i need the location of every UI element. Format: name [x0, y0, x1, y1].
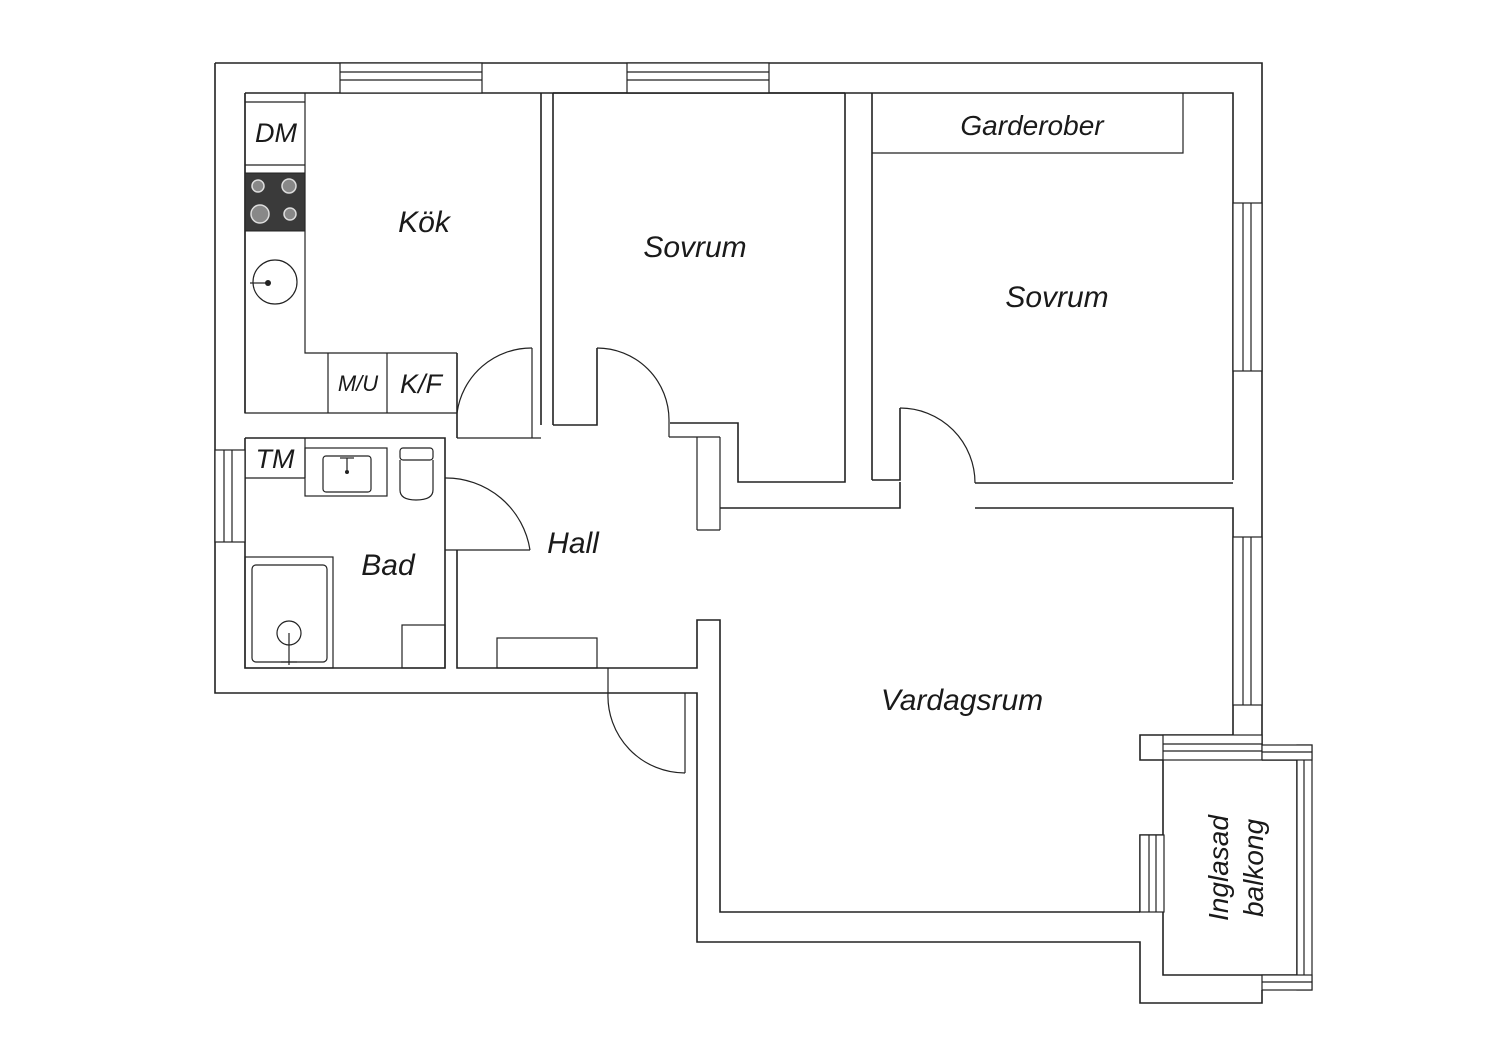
- balcony-glazing-right: [1296, 744, 1313, 991]
- room-label-bathroom: Bad: [361, 549, 416, 582]
- toilet-icon: [399, 447, 434, 501]
- room-label-living-room: Vardagsrum: [881, 684, 1043, 717]
- room-label-bedroom-1: Sovrum: [643, 231, 746, 264]
- living-room: [1139, 536, 1263, 913]
- stove-icon: [244, 172, 306, 232]
- shower-icon: [244, 556, 334, 669]
- window-bathroom: [214, 449, 246, 543]
- window-bedroom1: [626, 62, 770, 94]
- fixture-label-dishwasher: DM: [255, 118, 297, 148]
- balcony-glazing-bottom: [1261, 974, 1313, 991]
- window-living-balcony-top: [1162, 734, 1263, 761]
- fixture-label-washing-machine: TM: [256, 444, 295, 474]
- outer-walls: [214, 62, 1263, 1004]
- kitchen-sink-icon: [250, 259, 298, 305]
- fixture-label-microwave: M/U: [338, 371, 378, 396]
- balcony-glazing-top: [1261, 744, 1313, 761]
- balcony-door: [1139, 834, 1165, 913]
- bedroom-2: [871, 93, 1233, 484]
- window-kitchen: [339, 62, 483, 94]
- bedroom-1: [552, 92, 846, 531]
- room-label-kitchen: Kök: [398, 206, 452, 239]
- window-bedroom2: [1232, 202, 1263, 372]
- fixture-label-fridge-freezer: K/F: [400, 369, 444, 399]
- wash-basin-icon: [322, 455, 372, 493]
- room-label-balcony-line1: Inglasad: [1203, 814, 1234, 921]
- glazed-balcony: [1162, 744, 1313, 991]
- room-label-hall: Hall: [547, 527, 600, 560]
- window-living-right: [1232, 536, 1263, 706]
- room-label-bedroom-2: Sovrum: [1005, 281, 1108, 314]
- room-label-wardrobes: Garderober: [960, 110, 1105, 141]
- bathroom: [244, 437, 531, 669]
- room-label-balcony-line2: balkong: [1238, 819, 1269, 918]
